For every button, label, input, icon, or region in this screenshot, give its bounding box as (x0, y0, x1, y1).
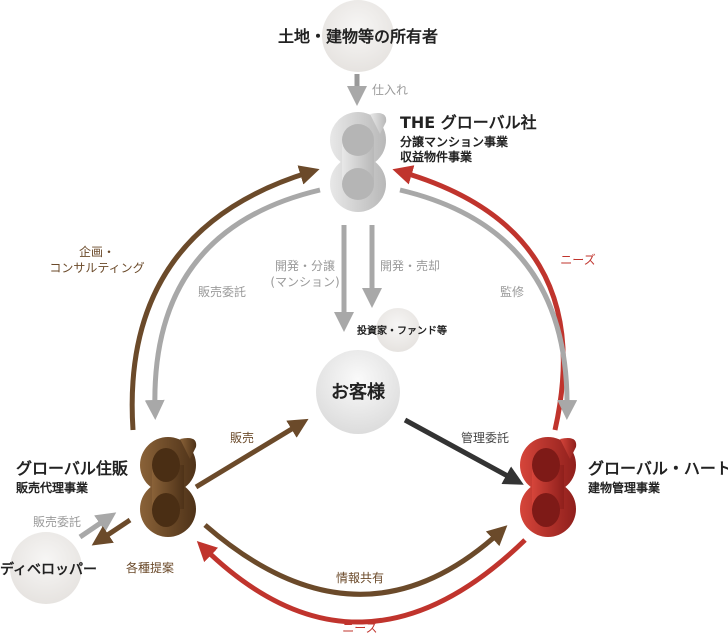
planning-label-1: 企画・ (79, 244, 115, 259)
jyuhan-title: グローバル住販 (16, 459, 129, 478)
logo-hole (342, 124, 374, 156)
logo-hole (342, 168, 374, 200)
owner-circle (322, 0, 394, 72)
the-global-line2: 収益物件事業 (400, 149, 473, 164)
develop-sell-label-1: 開発・分譲 (275, 258, 335, 273)
developer-label: ディベロッパー (0, 561, 97, 578)
needs-right-label: ニーズ (560, 252, 595, 267)
sales-label: 販売 (230, 430, 254, 445)
customer-label: お客様 (331, 381, 386, 403)
logo-hole (152, 493, 180, 527)
developer-consign-label: 販売委託 (33, 514, 81, 529)
heart-title: グローバル・ハート (588, 459, 728, 478)
purchase-label: 仕入れ (372, 83, 408, 97)
owner-label: 土地・建物等の所有者 (278, 27, 438, 46)
sales-consign-label: 販売委託 (198, 284, 246, 299)
jyuhan-line1: 販売代理事業 (16, 480, 89, 495)
info-share-label: 情報共有 (336, 571, 384, 585)
planning-label-2: コンサルティング (49, 261, 144, 275)
logo-hole (152, 448, 180, 482)
needs-bottom-label: ニーズ (342, 620, 377, 635)
planning-arrow (129, 165, 320, 431)
the-global-title: THE グローバル社 (400, 113, 537, 132)
management-arrow (403, 417, 524, 485)
logo-hole (532, 448, 560, 482)
supervision-label: 監修 (500, 284, 524, 299)
develop-sale-label: 開発・売却 (380, 258, 440, 273)
develop-sell-label-2: (マンション) (270, 275, 339, 289)
customer-circle (316, 350, 400, 434)
proposals-arrow (91, 517, 132, 546)
developer-circle (10, 532, 82, 604)
developer-consign-arrow (78, 512, 117, 540)
the-global-line1: 分譲マンション事業 (400, 134, 509, 149)
sales-consign-arrow (144, 187, 321, 420)
logo-hole (532, 493, 560, 527)
investor-label: 投資家・ファンド等 (357, 324, 447, 337)
needs-bottom-arrow (196, 538, 527, 625)
supervision-arrow (399, 187, 578, 420)
sales-arrow (194, 418, 309, 490)
heart-line1: 建物管理事業 (587, 480, 661, 495)
needs-right-arrow (392, 165, 566, 431)
investor-circle (376, 308, 420, 352)
info-share-arrow (203, 523, 508, 597)
management-label: 管理委託 (461, 430, 509, 445)
proposals-label: 各種提案 (126, 560, 174, 575)
